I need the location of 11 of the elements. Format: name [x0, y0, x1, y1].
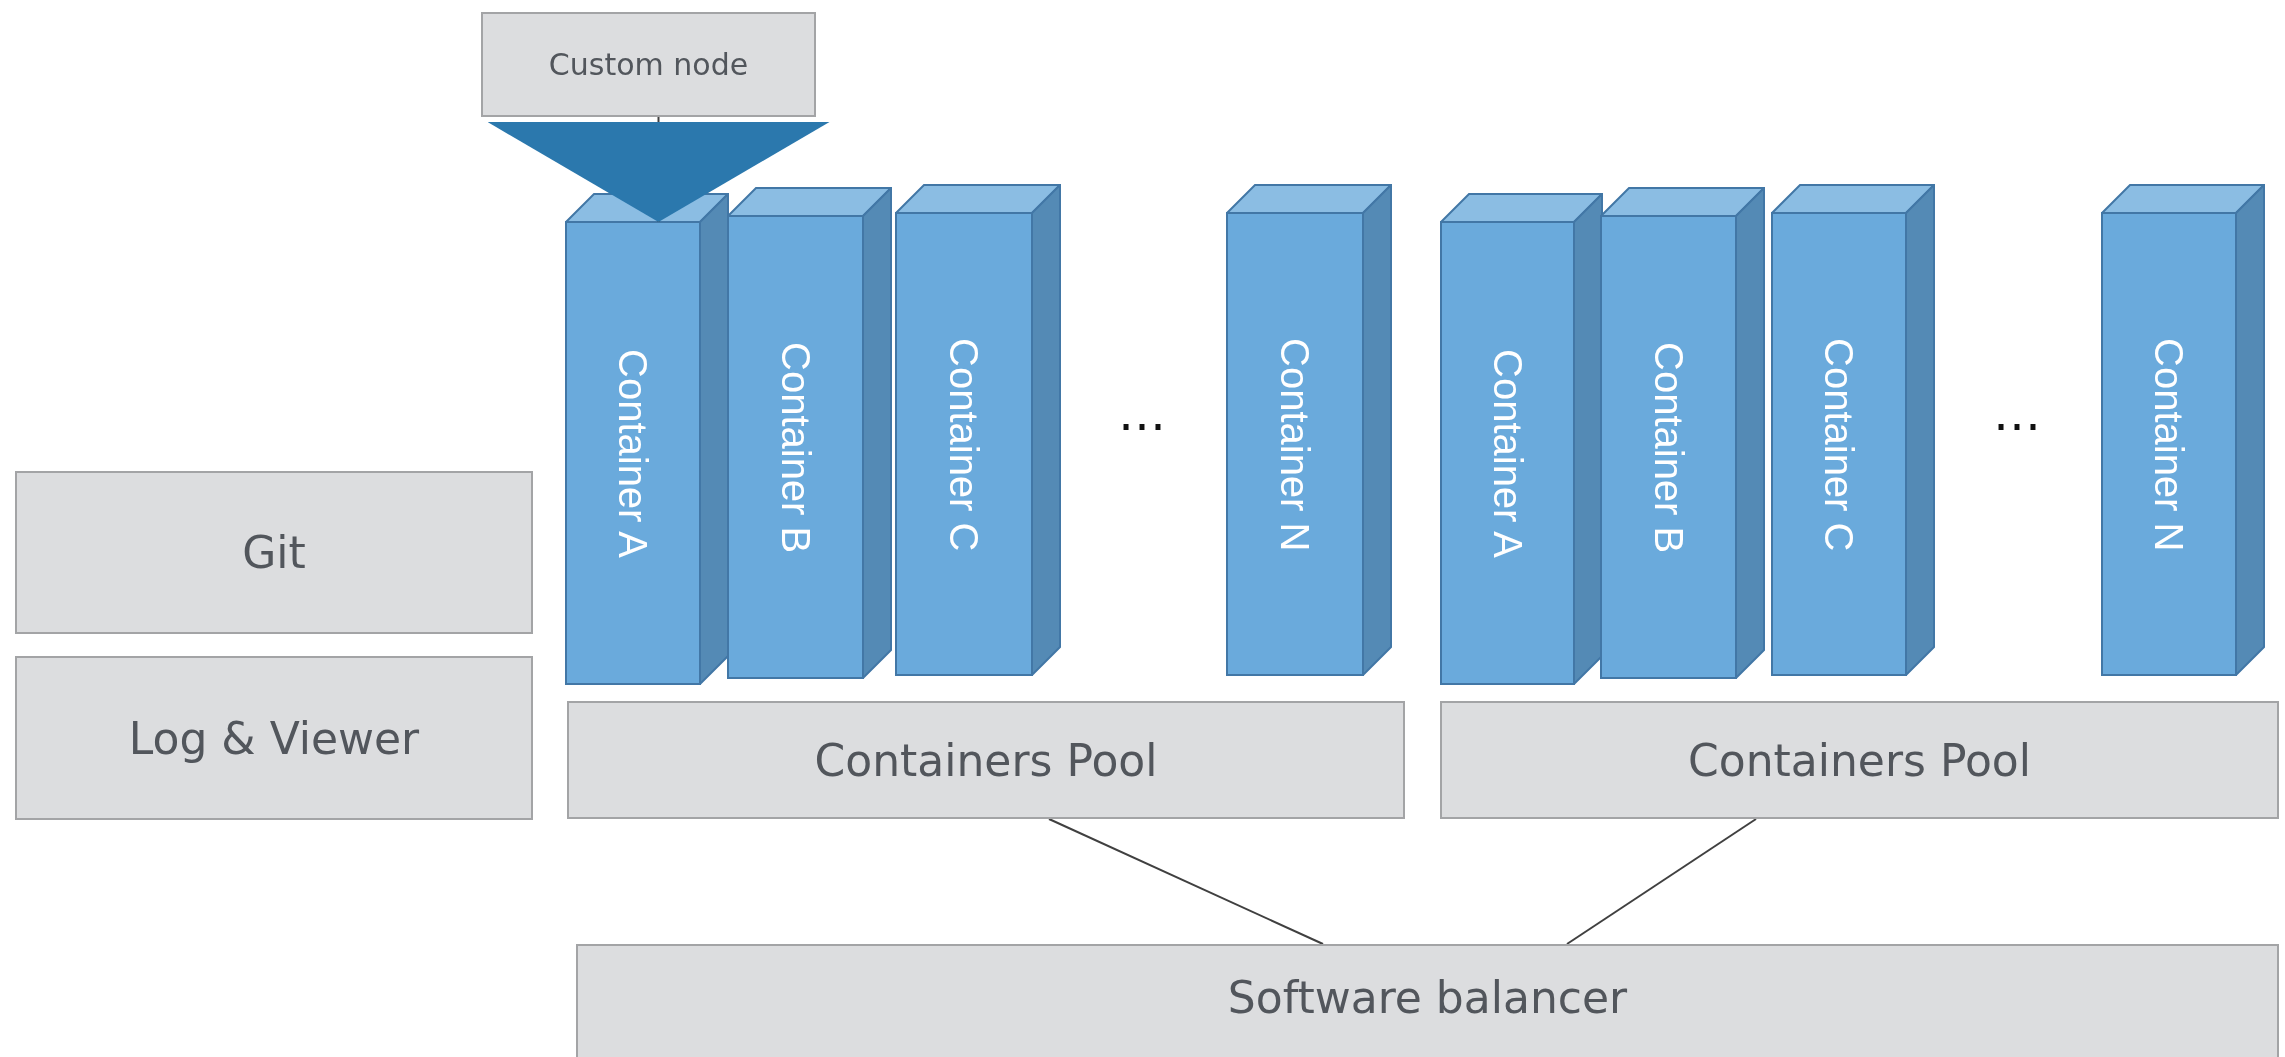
triangle-arrow [487, 116, 830, 223]
ellipsis-text: … [1993, 385, 2041, 441]
process-box: Containers Pool [1440, 701, 2279, 819]
connector-line [1048, 818, 1324, 945]
ellipsis-text: … [1118, 385, 1166, 441]
process-box: Custom node [481, 12, 816, 117]
process-box: Git [15, 471, 533, 634]
process-box: Software balancer [576, 944, 2279, 1057]
connector-line [1566, 818, 1757, 945]
process-box: Containers Pool [567, 701, 1405, 819]
process-box: Log & Viewer [15, 656, 533, 820]
